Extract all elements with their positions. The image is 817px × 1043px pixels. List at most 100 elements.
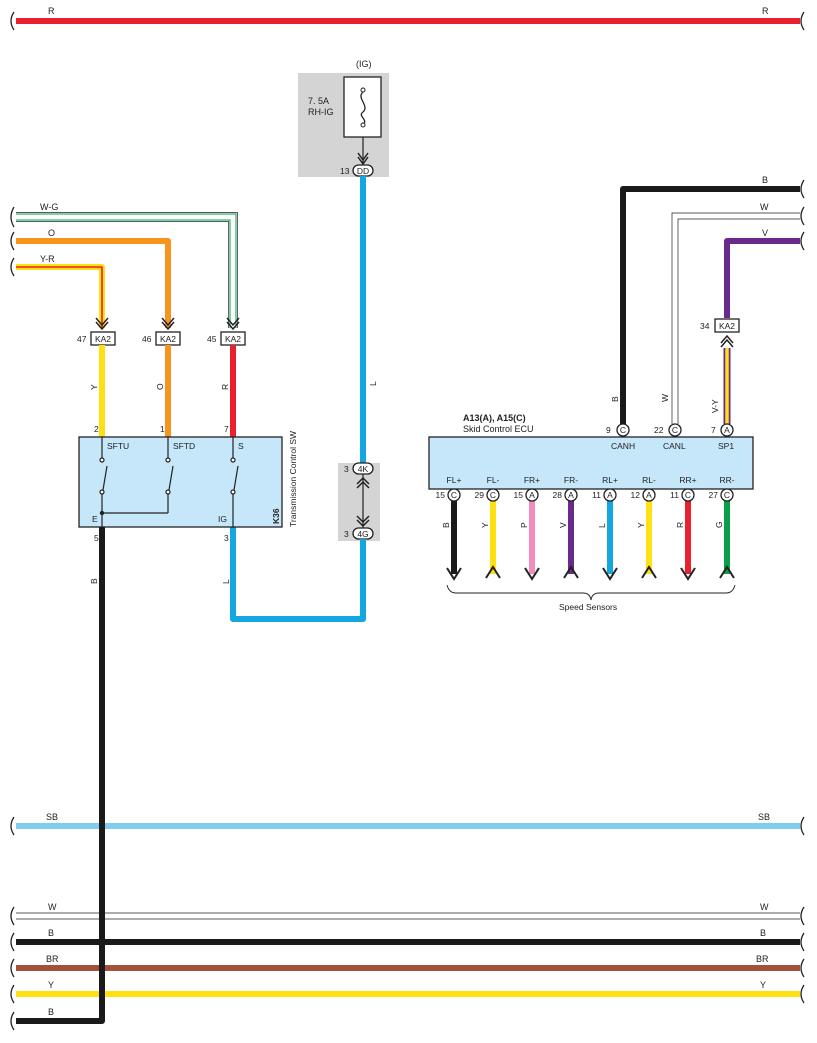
fuse-block: (IG) 7. 5A RH-IG DD 13 xyxy=(298,59,389,177)
ecu-pin-name: RL- xyxy=(642,475,656,485)
svg-text:W: W xyxy=(760,202,769,212)
sensor-wire-label: P xyxy=(519,522,529,528)
ecu-pin-name: FL+ xyxy=(447,475,462,485)
switch-name: Transmission Control SW xyxy=(288,431,298,527)
ecu-pin-connector xyxy=(642,488,656,502)
svg-text:B: B xyxy=(48,1007,54,1017)
arrow-down-icon xyxy=(680,567,696,581)
arrow-down-icon xyxy=(446,567,462,581)
svg-text:C: C xyxy=(620,425,626,435)
left-wires: W-G O Y-R xyxy=(10,202,238,328)
connector-dd-label: DD xyxy=(357,166,369,176)
svg-text:O: O xyxy=(155,383,165,390)
speed-sensors-label: Speed Sensors xyxy=(559,602,617,612)
arrow-up-icon xyxy=(563,565,579,579)
ecu-pin-connector xyxy=(486,488,500,502)
svg-text:W: W xyxy=(760,902,769,912)
speed-sensors-bracket xyxy=(446,584,736,601)
ecu-pin-number: 15 xyxy=(514,490,524,500)
ecu-pin-connector xyxy=(720,488,734,502)
connector-4g-label: 4G xyxy=(357,529,368,539)
ecu-input-wires: B W V KA2 34 V-Y B W xyxy=(610,175,805,424)
svg-text:BR: BR xyxy=(46,954,59,964)
svg-text:V-Y: V-Y xyxy=(710,399,720,413)
svg-text:B: B xyxy=(89,578,99,584)
svg-text:SB: SB xyxy=(758,812,770,822)
bus-r: R R xyxy=(10,6,805,31)
ecu-pin-number: 12 xyxy=(631,490,641,500)
wire-yr-label: Y-R xyxy=(40,254,55,264)
ecu-pin-number: 28 xyxy=(553,490,563,500)
ecu-pin-name: RR+ xyxy=(679,475,696,485)
svg-text:KA2: KA2 xyxy=(95,334,111,344)
connector-ka2-34 xyxy=(714,318,740,333)
svg-text:IG: IG xyxy=(218,514,227,524)
svg-text:34: 34 xyxy=(700,321,710,331)
ecu-pin-number: 11 xyxy=(592,490,601,500)
fuse-box xyxy=(343,76,382,138)
svg-text:B: B xyxy=(760,928,766,938)
bus-w: W W xyxy=(10,902,805,926)
ecu-pin-conn-label: C xyxy=(685,490,691,500)
ecu-pin-connector xyxy=(681,488,695,502)
fuse-rating: 7. 5A xyxy=(308,96,329,106)
ecu-pin-number: 11 xyxy=(670,490,679,500)
svg-text:1: 1 xyxy=(160,424,165,434)
ecu-pin-connector xyxy=(447,488,461,502)
ecu-pin-number: 29 xyxy=(475,490,485,500)
svg-text:Y: Y xyxy=(760,980,766,990)
sensor-wire-label: Y xyxy=(636,522,646,528)
switch-body xyxy=(78,436,283,528)
bus-b: B B xyxy=(10,928,805,952)
fuse-icon xyxy=(360,91,366,125)
ecu-pin-connector xyxy=(564,488,578,502)
bus-r-label-left: R xyxy=(48,6,55,16)
svg-text:9: 9 xyxy=(606,425,611,435)
svg-text:A: A xyxy=(724,425,730,435)
svg-text:W: W xyxy=(660,394,670,402)
svg-text:47: 47 xyxy=(77,334,87,344)
ecu-body xyxy=(428,436,754,490)
svg-text:Y: Y xyxy=(48,980,54,990)
sensor-wire-label: B xyxy=(441,522,451,528)
sensor-wire-label: Y xyxy=(480,522,490,528)
svg-text:S: S xyxy=(238,441,244,451)
ecu-pin-conn-label: A xyxy=(607,490,613,500)
svg-text:SB: SB xyxy=(46,812,58,822)
ecu-name: Skid Control ECU xyxy=(463,424,534,434)
arrow-up-icon xyxy=(641,565,657,579)
bus-r-label-right: R xyxy=(762,6,769,16)
svg-text:SP1: SP1 xyxy=(718,441,734,451)
svg-text:5: 5 xyxy=(94,533,99,543)
svg-text:7: 7 xyxy=(711,425,716,435)
sensor-wire-label: G xyxy=(714,521,724,528)
svg-text:3: 3 xyxy=(224,533,229,543)
ecu-title: A13(A), A15(C) xyxy=(463,413,526,423)
sensor-wire-label: V xyxy=(558,522,568,528)
ecu-pin-conn-label: C xyxy=(490,490,496,500)
svg-text:C: C xyxy=(672,425,678,435)
svg-text:B: B xyxy=(762,175,768,185)
arrow-up-icon xyxy=(719,565,735,579)
bus-b-bottom: B xyxy=(10,1007,54,1031)
ecu-pin-number: 27 xyxy=(709,490,719,500)
sensor-wire-label: L xyxy=(597,523,607,528)
wire-e-ground: B xyxy=(16,527,105,1024)
wire-l: L 4K 3 4G 3 L xyxy=(221,176,380,622)
svg-text:46: 46 xyxy=(142,334,152,344)
svg-text:W: W xyxy=(48,902,57,912)
ecu-pin-number: 15 xyxy=(436,490,446,500)
connector-4k-label: 4K xyxy=(358,464,369,474)
ecu-bottom-pins: FL+C15BFL-C29YFR+A15PFR-A28VRL+A11LRL-A1… xyxy=(436,475,735,581)
connector-4g-pin: 3 xyxy=(344,529,349,539)
svg-text:KA2: KA2 xyxy=(225,334,241,344)
ecu-pin-name: FL- xyxy=(487,475,500,485)
svg-text:R: R xyxy=(220,384,230,390)
svg-text:V: V xyxy=(762,228,768,238)
ecu-pin-connector xyxy=(525,488,539,502)
svg-text:Y: Y xyxy=(89,384,99,390)
bus-br: BR BR xyxy=(10,954,805,978)
arrow-down-icon xyxy=(602,567,618,581)
svg-text:SFTD: SFTD xyxy=(173,441,195,451)
wire-o-label: O xyxy=(48,228,55,238)
